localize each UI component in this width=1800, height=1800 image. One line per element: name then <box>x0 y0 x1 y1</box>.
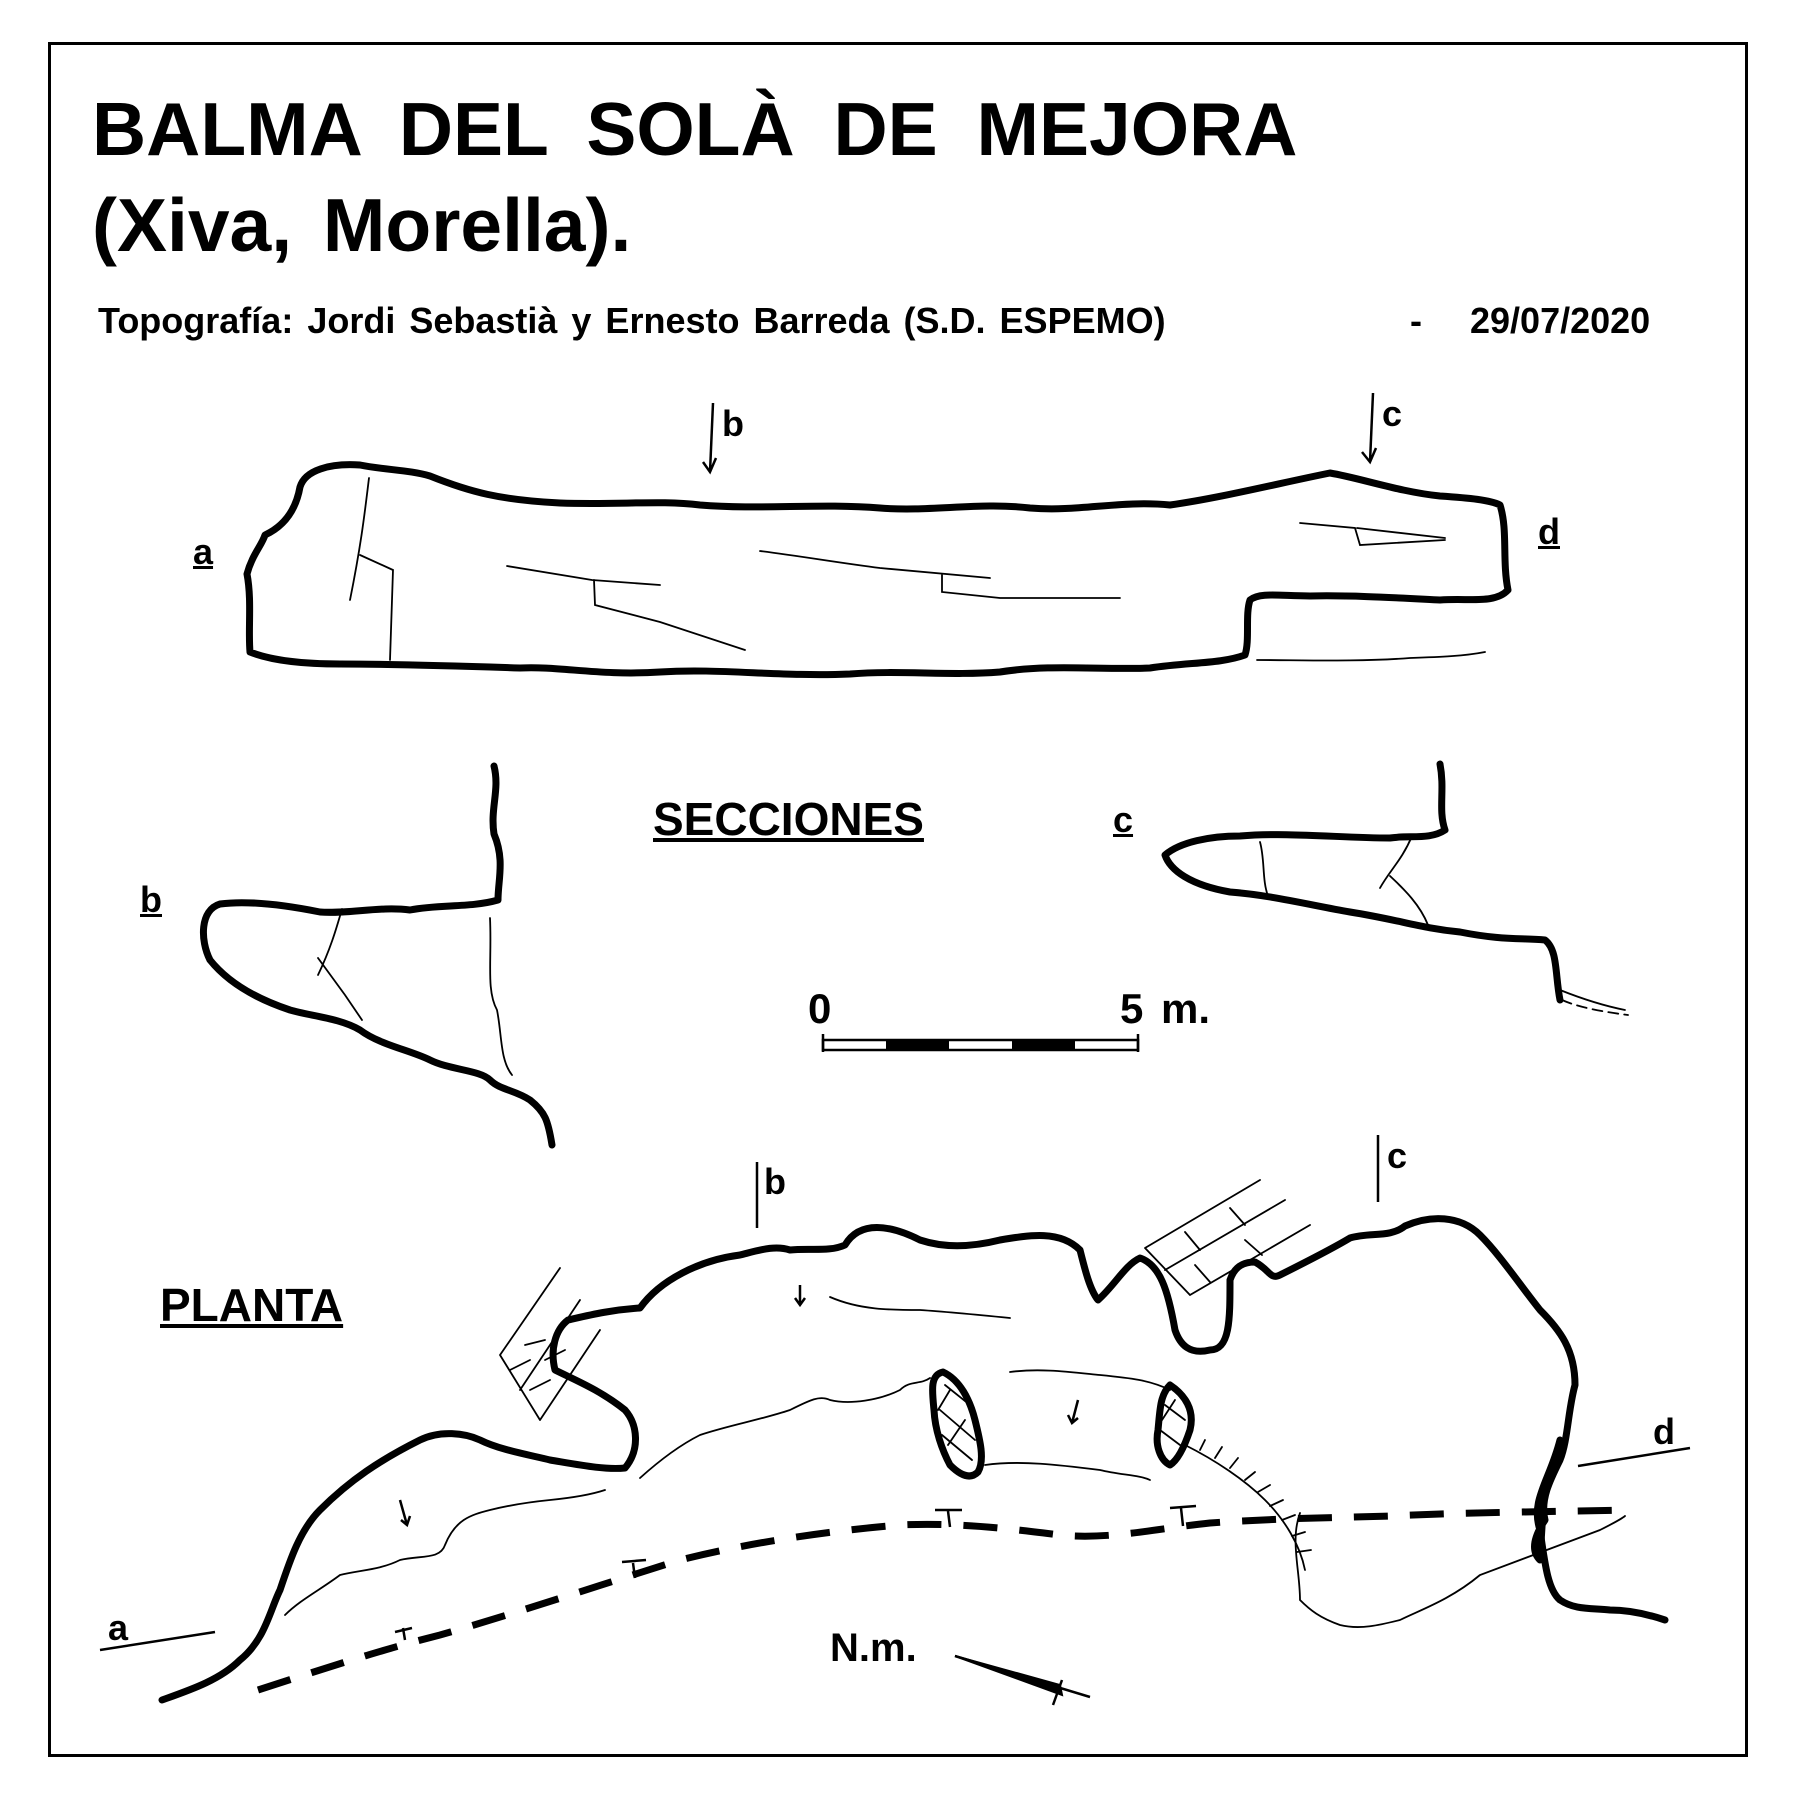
credits-separator: - <box>1410 300 1422 341</box>
profile-marker-label-c: c <box>1382 393 1403 434</box>
survey-title: BALMA DEL SOLÀ DE MEJORA <box>92 87 1298 171</box>
cross-section-b <box>199 762 556 1149</box>
plan-marker-label-c: c <box>1387 1135 1408 1176</box>
scale-segment <box>1012 1040 1075 1050</box>
scale-segment <box>886 1040 949 1050</box>
pillar-left <box>929 1368 985 1480</box>
plan-marker-label-b: b <box>764 1161 786 1202</box>
drip-line <box>256 1506 1631 1694</box>
profile-label-a: a <box>193 531 214 572</box>
plan-marker-label-a: a <box>108 1607 129 1648</box>
sections-heading: SECCIONES <box>653 793 924 845</box>
scale-start-label: 0 <box>808 985 832 1032</box>
survey-location: (Xiva, Morella). <box>92 183 632 267</box>
profile-marker-label-b: b <box>722 403 744 444</box>
map-frame <box>48 42 1748 1757</box>
profile-outline <box>243 461 1512 679</box>
cross-section-c <box>1161 760 1629 1016</box>
section-b-outline <box>199 762 556 1149</box>
longitudinal-profile <box>243 392 1512 679</box>
pillar-right <box>1153 1381 1195 1469</box>
section-c-outline <box>1161 760 1564 1004</box>
plan-heading: PLANTA <box>160 1279 344 1331</box>
plan-outer-wall <box>158 1215 1579 1704</box>
north-arrow <box>954 1654 1091 1706</box>
survey-credits: Topografía: Jordi Sebastià y Ernesto Bar… <box>98 300 1166 341</box>
section-label-c: c <box>1113 799 1134 840</box>
scale-bar <box>821 1034 1140 1052</box>
north-label: N.m. <box>830 1626 917 1670</box>
plan-marker-label-d: d <box>1653 1411 1675 1452</box>
section-label-b: b <box>140 879 162 920</box>
scale-end-label: 5 m. <box>1120 985 1211 1032</box>
survey-date: 29/07/2020 <box>1470 300 1651 341</box>
profile-label-d: d <box>1538 511 1560 552</box>
plan-view <box>99 1135 1691 1704</box>
